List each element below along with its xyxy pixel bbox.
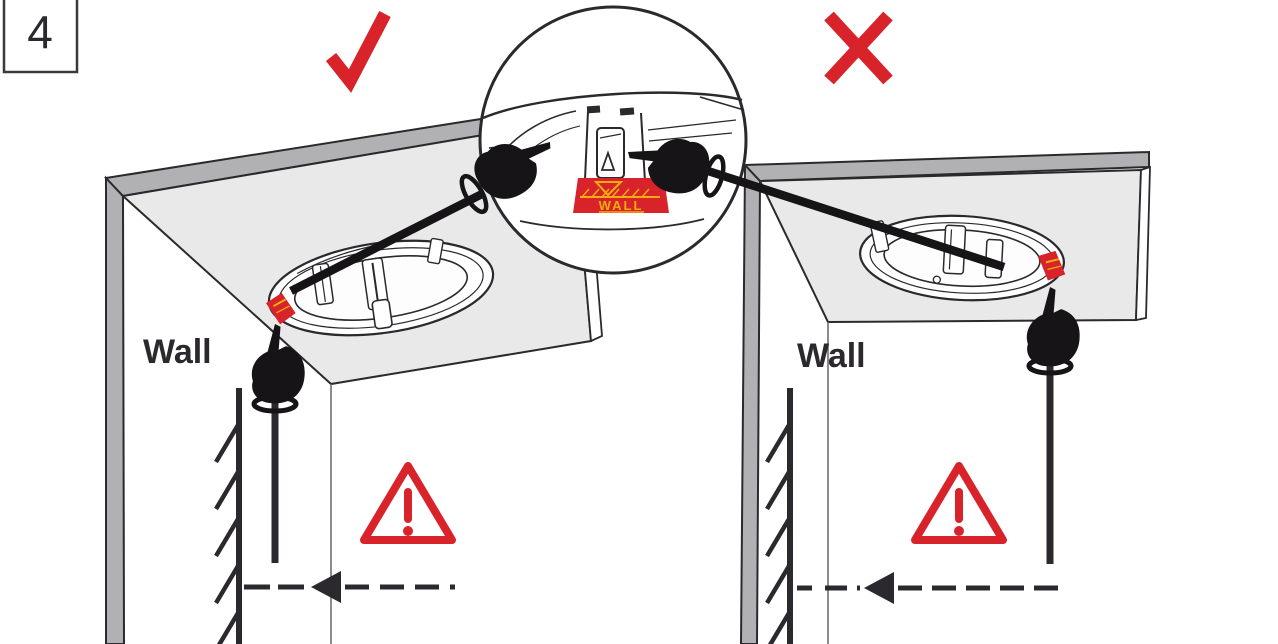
sticker-hatch-line bbox=[580, 188, 660, 198]
left-ring-clip-3 bbox=[427, 237, 444, 265]
magnified-latch-line bbox=[599, 133, 622, 139]
wall-sticker-right-mark2 bbox=[1047, 265, 1061, 271]
leader-arm-to-right-latch bbox=[703, 165, 1006, 272]
arrowhead-right bbox=[864, 572, 894, 604]
wall-hatch-left bbox=[214, 388, 242, 644]
arrowhead-left bbox=[311, 571, 341, 603]
right-wall-edge-strip bbox=[739, 162, 762, 644]
wall-label-right: Wall bbox=[797, 337, 866, 375]
step-number-box: 4 bbox=[2, 0, 79, 74]
right-ring-hole bbox=[932, 275, 941, 284]
left-ring-bottom-latch bbox=[371, 298, 393, 330]
magnified-tab-2 bbox=[619, 107, 635, 116]
magnified-rim-line bbox=[482, 91, 743, 120]
cuff-magnified-left bbox=[459, 173, 489, 215]
distance-arrow-right bbox=[797, 572, 1058, 604]
magnified-channel-right bbox=[640, 112, 646, 183]
sticker-wall-text: WALL bbox=[599, 198, 644, 213]
magnified-latch-triangle bbox=[600, 150, 616, 171]
right-panel-side-face bbox=[1135, 165, 1151, 322]
magnified-step-right bbox=[699, 96, 745, 111]
warning-triangle-left-icon bbox=[360, 462, 456, 544]
wall-sticker-right-mark bbox=[1045, 258, 1060, 264]
leader-arm-to-left-sticker bbox=[289, 190, 484, 295]
wall-label-left: Wall bbox=[143, 333, 212, 371]
wall-sticker-left-mark2 bbox=[276, 305, 290, 314]
left-mounting-ring bbox=[265, 237, 495, 337]
cuff-magnified-right bbox=[702, 154, 726, 198]
magnified-base-line bbox=[519, 218, 705, 231]
cross-icon bbox=[824, 11, 893, 85]
wall-sticker-left bbox=[265, 292, 296, 325]
wall-hatch-right bbox=[765, 388, 793, 644]
sticker-datum-triangle bbox=[593, 181, 624, 197]
left-ring-clip-2-line bbox=[371, 262, 380, 305]
detail-magnifier-circle: WALL bbox=[289, 5, 1006, 295]
left-wall-edge-strip bbox=[105, 175, 126, 644]
magnified-shelf-lines bbox=[647, 119, 737, 142]
step-number: 4 bbox=[27, 6, 53, 58]
magnified-tab-1 bbox=[586, 105, 601, 114]
wall-sticker-magnified: WALL bbox=[573, 178, 669, 213]
cuff-right bbox=[1026, 356, 1074, 376]
check-icon bbox=[325, 10, 391, 93]
warning-triangle-right-icon bbox=[911, 462, 1007, 544]
wall-sticker-left-mark bbox=[272, 298, 287, 308]
magnified-channel-left bbox=[584, 110, 589, 181]
distance-arrow-left bbox=[244, 571, 455, 603]
cuff-left bbox=[251, 394, 299, 414]
